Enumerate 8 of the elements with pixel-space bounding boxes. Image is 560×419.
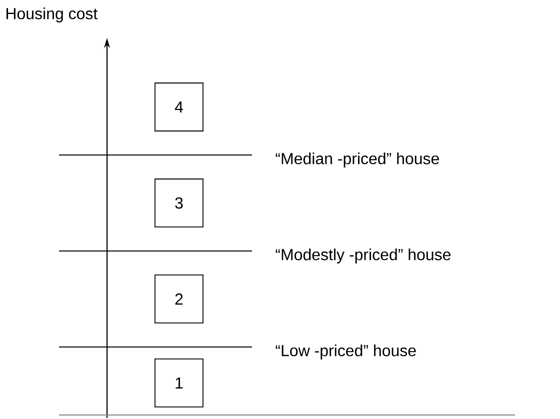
level-box: 1 [154,358,204,408]
level-box: 4 [154,82,204,132]
level-box: 2 [154,274,204,324]
level-label: “Modestly -priced” house [276,248,451,264]
level-label: “Low -priced” house [276,344,416,360]
axis-label: Housing cost [6,8,98,22]
level-box: 3 [154,178,204,228]
level-label: “Median -priced” house [276,152,439,168]
